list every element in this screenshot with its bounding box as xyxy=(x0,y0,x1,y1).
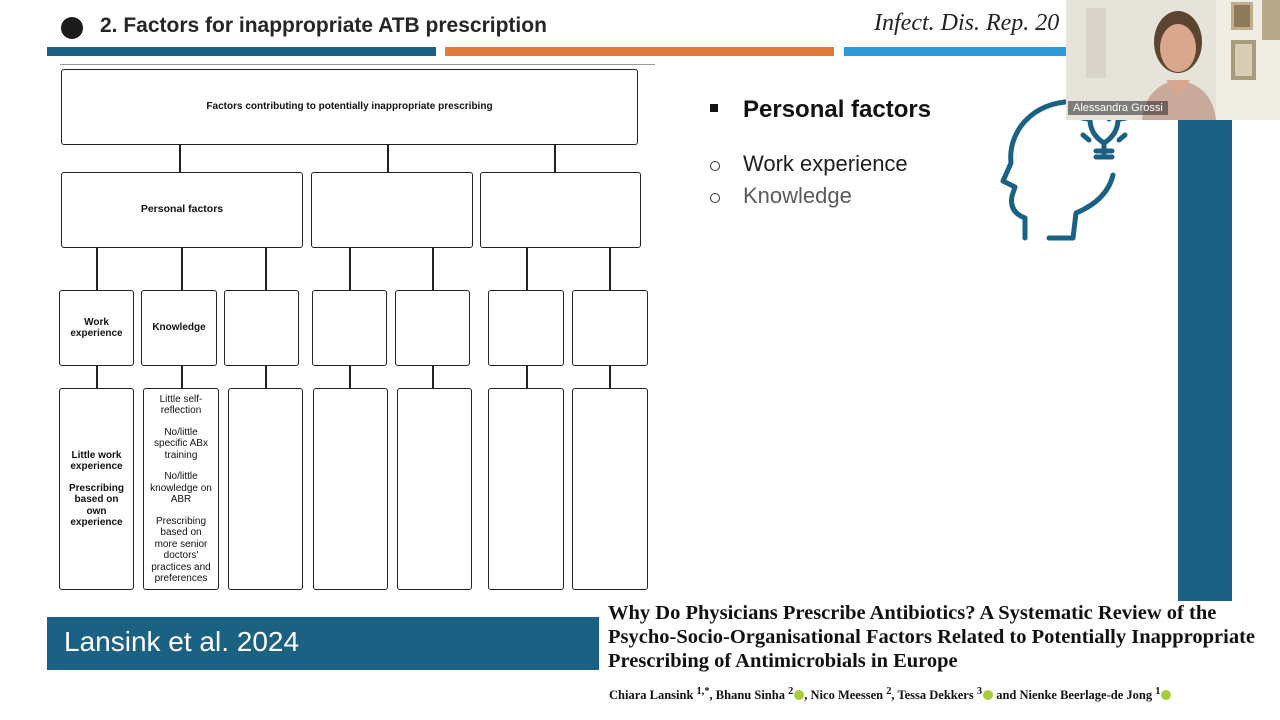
header-bar-orange xyxy=(445,47,834,56)
connector-line xyxy=(181,247,183,291)
connector-line xyxy=(96,365,98,389)
author-name: Nienke Beerlage-de Jong xyxy=(1019,688,1153,703)
category-box-empty xyxy=(311,172,473,248)
factor-box-empty xyxy=(572,290,648,366)
category-box-empty xyxy=(480,172,641,248)
detail-text: Prescribing based on own experience xyxy=(68,482,125,529)
detail-box-empty xyxy=(313,388,388,590)
author-name: Tessa Dekkers xyxy=(897,688,974,703)
connector-line xyxy=(349,247,351,291)
author-affiliation: 3 xyxy=(976,686,983,697)
slide-title: 2. Factors for inappropriate ATB prescri… xyxy=(100,14,547,37)
connector-line xyxy=(526,247,528,291)
participant-name-label: Alessandra Grossi xyxy=(1068,101,1168,115)
paper-title: Why Do Physicians Prescribe Antibiotics?… xyxy=(608,602,1256,672)
author-affiliation: 2 xyxy=(886,686,892,697)
journal-reference: Infect. Dis. Rep. 20 xyxy=(874,10,1060,36)
factor-box-empty xyxy=(395,290,470,366)
circle-bullet-icon xyxy=(710,161,720,171)
detail-box-knowledge: Little self-reflection No/little specifi… xyxy=(143,388,219,590)
factor-box-knowledge: Knowledge xyxy=(141,290,217,366)
connector-line xyxy=(432,365,434,389)
connector-line xyxy=(96,247,98,291)
detail-text: Little work experience xyxy=(70,449,123,473)
detail-text: No/little specific ABx training xyxy=(154,426,208,461)
factor-box-work-experience: Work experience xyxy=(59,290,134,366)
author-affiliation: 1,* xyxy=(696,686,710,697)
diagram-root-box: Factors contributing to potentially inap… xyxy=(61,69,638,145)
detail-box-empty xyxy=(397,388,472,590)
connector-line xyxy=(265,247,267,291)
header-bar-light-blue xyxy=(844,47,1066,56)
connector-line xyxy=(179,144,181,173)
detail-text: Little self-reflection xyxy=(159,393,203,417)
connector-line xyxy=(349,365,351,389)
bullet-item-work-experience: Work experience xyxy=(743,151,908,176)
factor-box-empty xyxy=(312,290,387,366)
connector-line xyxy=(554,144,556,173)
detail-box-work-experience: Little work experience Prescribing based… xyxy=(59,388,134,590)
connector-line xyxy=(265,365,267,389)
detail-box-empty xyxy=(228,388,303,590)
connector-line xyxy=(181,365,183,389)
detail-text: No/little knowledge on ABR xyxy=(150,471,212,505)
orcid-icon[interactable] xyxy=(983,690,994,701)
detail-box-empty xyxy=(488,388,564,590)
orcid-icon[interactable] xyxy=(1161,690,1172,701)
citation-short: Lansink et al. 2024 xyxy=(64,626,300,657)
detail-box-empty xyxy=(572,388,648,590)
factor-box-empty xyxy=(488,290,564,366)
bullet-heading: Personal factors xyxy=(743,96,932,123)
author-name: Chiara Lansink xyxy=(609,688,694,703)
connector-line xyxy=(526,365,528,389)
connector-line xyxy=(609,365,611,389)
author-name: Nico Meessen xyxy=(810,688,884,703)
square-bullet-icon xyxy=(710,104,718,112)
decorative-side-bar xyxy=(1178,120,1232,601)
citation-banner xyxy=(47,617,599,670)
author-name: Bhanu Sinha xyxy=(715,688,785,703)
detail-text: Prescribing based on more senior doctors… xyxy=(151,515,211,585)
factor-box-empty xyxy=(224,290,299,366)
connector-line xyxy=(432,247,434,291)
author-affiliation: 2 xyxy=(788,686,794,697)
bullet-item-knowledge: Knowledge xyxy=(743,183,852,208)
circle-bullet-icon xyxy=(710,193,720,203)
author-affiliation: 1 xyxy=(1155,686,1161,697)
header-bar-blue xyxy=(47,47,436,56)
orcid-icon[interactable] xyxy=(794,690,805,701)
title-bullet-dot xyxy=(61,17,83,39)
category-box-personal: Personal factors xyxy=(61,172,303,248)
connector-line xyxy=(609,247,611,291)
connector-line xyxy=(387,144,389,173)
header-rule xyxy=(60,64,655,65)
paper-authors: Chiara Lansink 1,*, Bhanu Sinha 2, Nico … xyxy=(609,686,1172,703)
